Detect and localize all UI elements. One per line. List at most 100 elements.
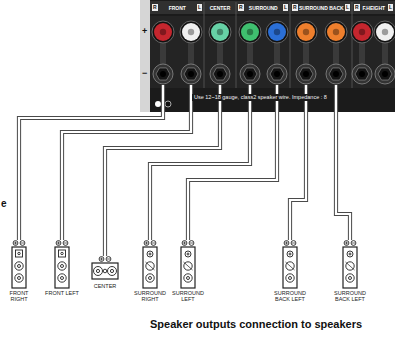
plus-mark — [285, 243, 288, 244]
terminal-hole — [247, 29, 253, 35]
dipole-mark — [346, 262, 355, 270]
tweeter — [287, 251, 293, 257]
speaker-cabinet — [92, 263, 118, 279]
channel-section: RF.HEIGHTL — [352, 0, 395, 85]
terminal-base — [267, 64, 287, 84]
terminal-cap — [376, 23, 394, 41]
terminal-cap — [297, 23, 315, 41]
tweeter — [147, 251, 153, 257]
terminal-hole — [359, 71, 365, 77]
cropped-letter: e — [1, 198, 7, 209]
minus-terminal — [151, 241, 156, 246]
speaker-wire — [19, 85, 163, 240]
woofer — [108, 267, 117, 276]
minus-terminal — [20, 241, 25, 246]
speaker-label: SURROUND BACK LEFT — [327, 290, 373, 303]
plus-terminal — [99, 257, 104, 262]
terminal-base — [240, 64, 260, 84]
speaker-icon — [327, 240, 373, 290]
tweeter-dome — [18, 252, 20, 254]
woofer — [146, 274, 154, 282]
tweeter — [16, 250, 23, 257]
terminal-hole — [274, 29, 280, 35]
channel-label: SURROUND BACK — [299, 5, 344, 11]
terminal-base — [352, 64, 372, 84]
woofer — [346, 262, 354, 270]
speaker-icon — [267, 240, 313, 290]
plus-mark — [101, 258, 102, 261]
dipole-mark — [146, 262, 155, 270]
tweeter-dome — [349, 253, 351, 255]
speaker-label: SURROUND BACK LEFT — [267, 290, 313, 303]
terminal-hole — [188, 71, 194, 77]
speaker-symbol — [283, 241, 297, 288]
channel-label-row: RSURROUNDL — [238, 2, 288, 13]
terminal-hole — [303, 71, 309, 77]
terminal-cap — [211, 23, 229, 41]
polarity-plus: + — [142, 26, 147, 36]
wire-outline — [290, 85, 306, 240]
channel-label: F.HEIGHT — [362, 5, 385, 11]
plus-mark — [15, 242, 16, 245]
terminal-hole — [382, 71, 388, 77]
tweeter — [59, 250, 66, 257]
terminal-hole — [217, 71, 223, 77]
plus-mark — [100, 259, 103, 260]
terminal-hole — [382, 29, 388, 35]
channel-label-row: CENTER — [206, 2, 234, 13]
terminal-panel: Use 12~18 gauge, class2 speaker wire. Im… — [140, 0, 395, 112]
speaker-symbol — [12, 241, 26, 288]
woofer-cap — [349, 277, 352, 280]
speaker-label: FRONT RIGHT — [1, 290, 37, 303]
terminal-hole — [303, 29, 309, 35]
woofer — [146, 262, 154, 270]
terminal-collar — [374, 21, 395, 43]
speaker-wire — [105, 85, 220, 256]
wire-outline — [150, 85, 250, 240]
terminal-cap — [241, 23, 259, 41]
terminal-hole — [217, 29, 223, 35]
wire-core — [150, 85, 250, 240]
speaker-node: FRONT RIGHT — [1, 240, 37, 303]
channel-section: RFRONTL — [150, 0, 204, 85]
minus-terminal — [63, 241, 68, 246]
terminal-nut — [213, 68, 227, 80]
plus-terminal — [284, 241, 289, 246]
terminal-collar — [239, 21, 261, 43]
wire-core — [105, 85, 220, 256]
channel-label: SURROUND — [249, 5, 278, 11]
speaker-wire — [336, 85, 350, 240]
speaker-cabinet — [283, 247, 297, 288]
plus-mark — [286, 242, 287, 245]
plus-terminal — [344, 241, 349, 246]
speaker-icon — [132, 240, 168, 290]
channel-label: R — [238, 4, 244, 11]
plus-mark — [146, 242, 147, 245]
channel-label: L — [388, 4, 393, 11]
terminal-hole — [188, 29, 194, 35]
channel-label-row: RFRONTL — [152, 2, 202, 13]
woofer-cap — [61, 277, 64, 280]
tweeter-dome — [187, 253, 189, 255]
wire-core — [290, 85, 306, 240]
section-divider — [290, 2, 291, 88]
speaker-symbol — [181, 241, 195, 288]
terminal-nut — [184, 68, 198, 80]
wire-core — [19, 85, 163, 240]
channel-label: FRONT — [169, 5, 186, 11]
woofer-cap — [61, 265, 64, 268]
speaker-cabinet — [343, 247, 357, 288]
plus-terminal — [13, 241, 18, 246]
speaker-label: SURROUND LEFT — [170, 290, 206, 303]
label-bar — [150, 1, 395, 14]
plus-mark — [183, 243, 186, 244]
speaker-cabinet — [12, 247, 26, 288]
minus-mark — [152, 243, 155, 244]
channel-label-row: RSURROUND BACKL — [292, 2, 350, 13]
tweeter — [185, 251, 191, 257]
terminal-collar — [351, 21, 373, 43]
terminal-nut — [355, 68, 369, 80]
channel-label-row: RF.HEIGHTL — [354, 2, 393, 13]
terminal-nut — [156, 68, 170, 80]
